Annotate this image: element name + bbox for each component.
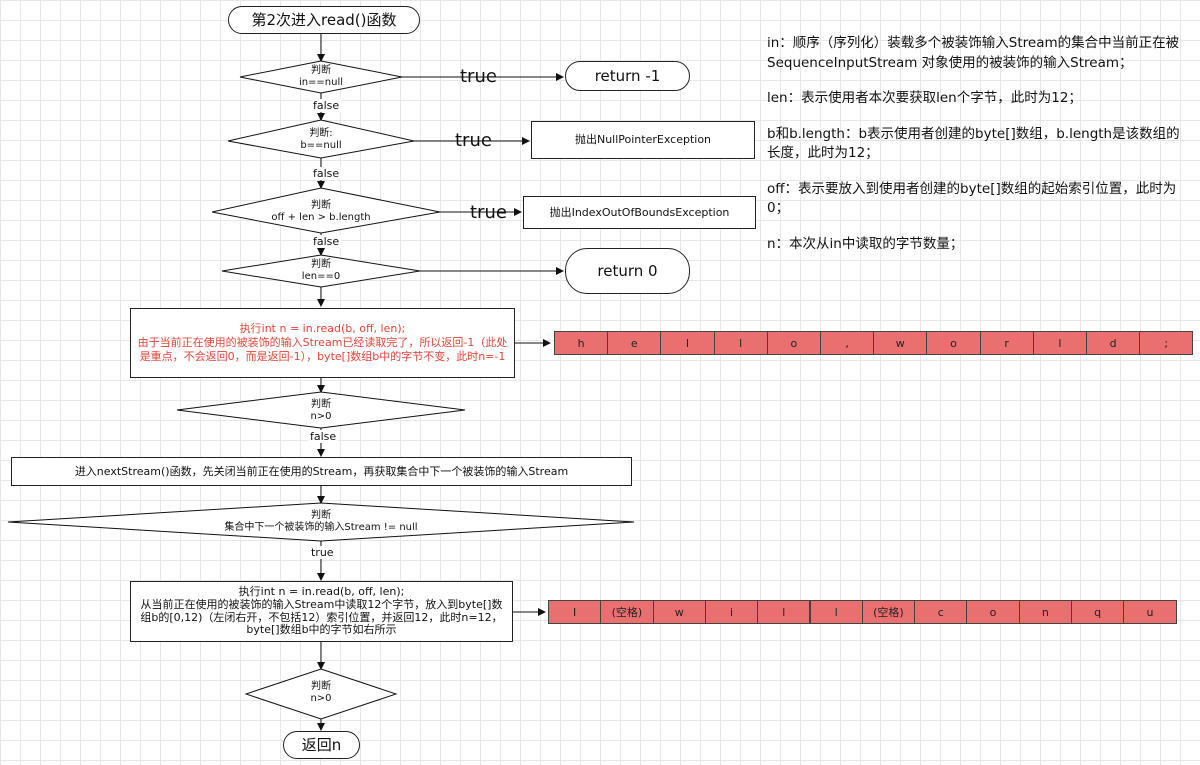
decision-n-gt-0-b-line2: n>0 [310, 693, 332, 704]
label-false-4: false [308, 430, 339, 443]
array1-cell: d [1086, 331, 1141, 355]
array1-cell: o [766, 331, 821, 355]
decision-off-len-line1: 判断 [311, 199, 331, 211]
note-len: len：表示使用者本次要获取len个字节，此时为12； [767, 90, 1082, 107]
decision-n-gt-0-a-line1: 判断 [311, 398, 331, 410]
array2-cell: I [548, 600, 602, 624]
note-in: in：顺序（序列化）装载多个被装饰输入Stream的集合中当前正在被Sequen… [767, 35, 1180, 71]
decision-b-null: 判断: b==null [265, 125, 377, 155]
throw-ioobe-box: 抛出IndexOutOfBoundsException [523, 196, 756, 229]
array1-cell: e [607, 331, 662, 355]
array2-cell: q [1071, 600, 1125, 624]
decision-in-null-line2: in==null [298, 77, 344, 88]
decision-n-gt-0-a: 判断 n>0 [265, 396, 377, 426]
label-true-4: true [309, 546, 336, 559]
decision-n-gt-0-a-line2: n>0 [310, 411, 332, 422]
note-b: b和b.length：b表示使用者创建的byte[]数组，b.length是该数… [767, 125, 1180, 162]
array1-cell: l [660, 331, 715, 355]
array1-cell: o [926, 331, 981, 355]
label-false-3: false [311, 235, 342, 248]
decision-b-null-line2: b==null [300, 140, 342, 151]
decision-diamond-len-zero [221, 254, 421, 288]
array2-cell: (空格) [861, 600, 916, 624]
array2-cell: (空格) [600, 600, 654, 624]
array1-cell: , [820, 331, 875, 355]
decision-n-gt-0-b-line1: 判断 [311, 680, 331, 692]
array1-cell: l [713, 331, 768, 355]
decision-diamond-n-gt-0-a [176, 391, 466, 429]
label-true-2: true [455, 130, 492, 151]
decision-len-zero: 判断 len==0 [265, 257, 377, 285]
array2-cell: n [1018, 600, 1072, 624]
array2-cell: w [652, 600, 706, 624]
throw-npe-box: 抛出NullPointerException [531, 121, 755, 159]
label-true-1: true [460, 66, 497, 87]
decision-n-gt-0-b: 判断 n>0 [280, 678, 362, 708]
decision-next-stream-line1: 判断 [311, 509, 331, 521]
step-read-returns-minus-one: 执行int n = in.read(b, off, len); 由于当前正在使用… [130, 308, 515, 378]
decision-in-null: 判断 in==null [265, 63, 377, 91]
array1-cell: w [873, 331, 928, 355]
decision-b-null-line1: 判断: [309, 127, 333, 139]
return-n-terminal: 返回n [283, 731, 360, 759]
array1-cell: r [979, 331, 1034, 355]
array2-cell: l [757, 600, 811, 624]
step-read-twelve-bytes: 执行int n = in.read(b, off, len); 从当前正在使用的… [130, 581, 513, 642]
array1-cell: l [1032, 331, 1087, 355]
decision-off-len: 判断 off + len > b.length [250, 197, 392, 227]
decision-off-len-line2: off + len > b.length [271, 212, 371, 223]
array1-cell: h [554, 331, 609, 355]
array2-cell: i [704, 600, 759, 624]
return-zero-terminal: return 0 [565, 248, 690, 294]
decision-diamond-off-len [211, 187, 441, 234]
step-next-stream: 进入nextStream()函数，先关闭当前正在使用的Stream，再获取集合中… [11, 457, 632, 486]
decision-in-null-line1: 判断 [311, 64, 331, 76]
note-off: off：表示要放入到使用者创建的byte[]数组的起始索引位置，此时为0； [767, 180, 1177, 217]
return-minus-one-terminal: return -1 [565, 61, 690, 91]
variable-notes: in：顺序（序列化）装载多个被装饰输入Stream的集合中当前正在被Sequen… [767, 34, 1192, 271]
array2-cell: c [914, 600, 968, 624]
array2-cell: o [966, 600, 1020, 624]
array1-cell: ; [1139, 331, 1194, 355]
decision-len-zero-line1: 判断 [311, 258, 331, 270]
note-n: n：本次从in中读取的字节数量； [767, 235, 964, 252]
array2-cell: u [1123, 600, 1177, 624]
decision-diamond-in-null [239, 60, 403, 94]
decision-diamond-next-stream [7, 502, 635, 542]
start-terminal: 第2次进入read()函数 [228, 6, 420, 34]
decision-next-stream-line2: 集合中下一个被装饰的输入Stream != null [224, 522, 418, 533]
label-false-1: false [311, 99, 342, 112]
decision-diamond-b-null [227, 119, 415, 159]
decision-len-zero-line2: len==0 [301, 271, 341, 282]
label-false-2: false [311, 167, 342, 180]
decision-next-stream: 判断 集合中下一个被装饰的输入Stream != null [180, 507, 462, 537]
decision-diamond-n-gt-0-b [244, 668, 398, 720]
array2-cell: l [809, 600, 863, 624]
label-true-3: true [470, 202, 507, 223]
